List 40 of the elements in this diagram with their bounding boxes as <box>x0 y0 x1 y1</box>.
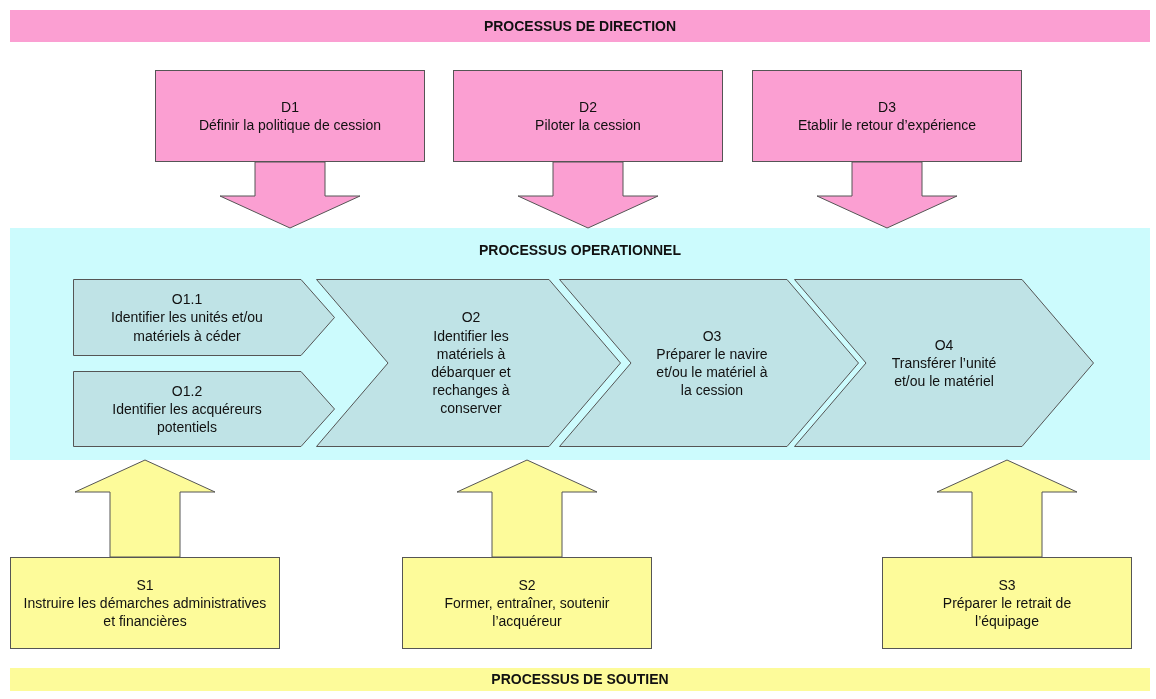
process-box <box>882 557 1132 649</box>
block-arrow <box>816 161 958 229</box>
block-arrow <box>74 459 216 558</box>
process-label: Piloter la cession <box>535 116 641 135</box>
process-box <box>453 70 723 162</box>
process-band <box>10 10 1150 42</box>
process-label: Instruire les démarches administratives et financières <box>22 593 268 631</box>
process-code: O2 <box>461 308 481 327</box>
process-box <box>752 70 1022 162</box>
process-code: S1 <box>136 575 154 594</box>
process-label: Définir la politique de cession <box>198 116 382 135</box>
band-title: PROCESSUS DE SOUTIEN <box>491 670 669 689</box>
process-label: Transférer l’unité et/ou le matériel <box>890 353 998 391</box>
process-code: D2 <box>579 97 597 116</box>
process-band <box>10 228 1150 460</box>
band-title: PROCESSUS OPERATIONNEL <box>479 241 681 260</box>
process-code: O1.2 <box>171 381 203 400</box>
process-code: O1.1 <box>171 290 203 309</box>
process-code: S2 <box>518 575 536 594</box>
process-label: Préparer le navire et/ou le matériel à la cession <box>655 344 769 400</box>
process-band <box>10 668 1150 691</box>
block-arrow <box>456 459 598 558</box>
process-code: D1 <box>281 97 299 116</box>
process-box <box>155 70 425 162</box>
process-box <box>10 557 280 649</box>
band-title: PROCESSUS DE DIRECTION <box>483 16 677 36</box>
process-code: O3 <box>702 326 722 345</box>
process-code: D3 <box>878 97 896 116</box>
block-arrow <box>517 161 659 229</box>
process-label: Identifier les matériels à débarquer et rechanges à conserver <box>430 326 512 418</box>
process-label: Former, entraîner, soutenir l’acquéreur <box>443 593 611 631</box>
process-label: Préparer le retrait de l’équipage <box>941 593 1073 631</box>
process-box <box>402 557 652 649</box>
process-label: Identifier les unités et/ou matériels à céder <box>110 308 264 345</box>
process-label: Identifier les acquéreurs potentiels <box>111 399 263 437</box>
process-code: S3 <box>998 575 1016 594</box>
process-label: Etablir le retour d’expérience <box>797 116 977 135</box>
process-code: O4 <box>934 335 954 354</box>
block-arrow <box>219 161 361 229</box>
block-arrow <box>936 459 1078 558</box>
